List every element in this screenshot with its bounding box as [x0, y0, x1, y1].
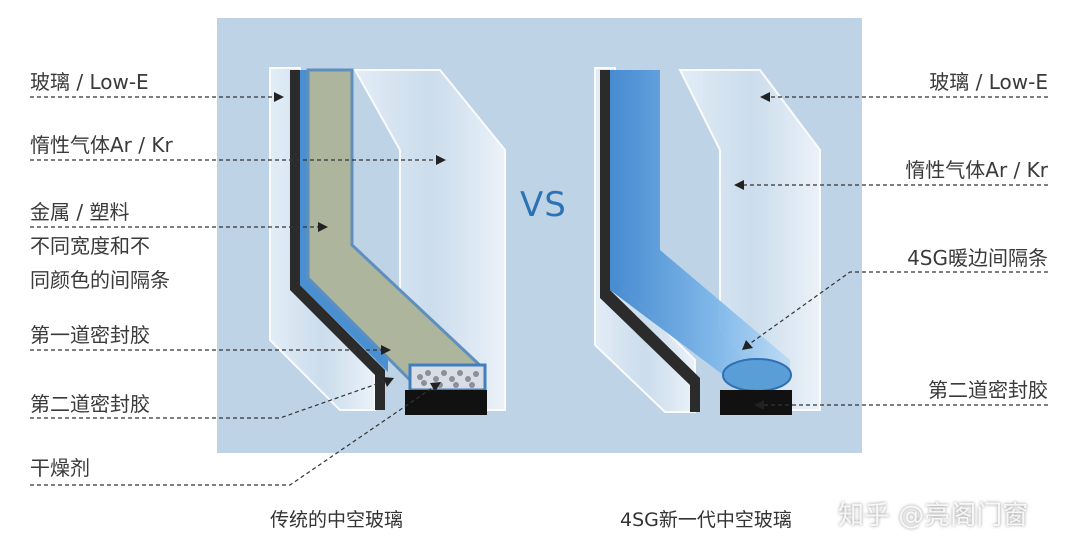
- vs-label: VS: [520, 185, 567, 225]
- label-left-spacer-line1: 金属 / 塑料: [30, 200, 130, 224]
- arrow-left-spacer: [318, 222, 328, 232]
- left-leader-arrows: [274, 92, 446, 392]
- left-primary-seal: [300, 70, 388, 372]
- label-right-secondary-seal: 第二道密封胶: [928, 378, 1048, 402]
- traditional-glass-unit: [269, 67, 506, 415]
- left-back-glass: [353, 69, 506, 411]
- right-leader-arrows: [734, 92, 770, 410]
- leader-right-spacer: [747, 271, 1048, 346]
- 4sg-glass-unit: [594, 67, 821, 415]
- right-warm-spacer-end: [722, 358, 792, 392]
- arrow-left-desiccant: [430, 382, 441, 392]
- label-left-primary-seal: 第一道密封胶: [30, 323, 150, 347]
- right-warm-spacer: [610, 70, 790, 380]
- arrow-right-spacer: [742, 340, 753, 350]
- label-left-desiccant: 干燥剂: [30, 456, 90, 480]
- label-left-spacer-line2: 不同宽度和不: [30, 234, 150, 258]
- left-leader-lines: [30, 96, 440, 486]
- label-right-gas: 惰性气体Ar / Kr: [905, 158, 1048, 182]
- arrow-left-primary-seal: [381, 345, 391, 355]
- left-bottom-seal: [405, 390, 487, 415]
- arrow-left-glass: [274, 92, 284, 102]
- caption-traditional: 传统的中空玻璃: [270, 509, 404, 531]
- label-right-glass: 玻璃 / Low-E: [929, 70, 1048, 94]
- label-left-gas: 惰性气体Ar / Kr: [30, 133, 173, 157]
- label-left-spacer-line3: 同颜色的间隔条: [30, 268, 170, 292]
- arrow-right-glass: [760, 92, 770, 102]
- label-left-secondary-seal: 第二道密封胶: [30, 392, 150, 416]
- label-left-glass: 玻璃 / Low-E: [30, 70, 149, 94]
- watermark: 知乎 @亮阁门窗: [838, 501, 1029, 531]
- leader-left-desiccant: [30, 385, 436, 486]
- label-right-spacer: 4SG暖边间隔条: [907, 246, 1048, 270]
- arrow-right-gas: [734, 180, 744, 190]
- caption-4sg: 4SG新一代中空玻璃: [620, 509, 792, 531]
- arrow-left-secondary-seal: [383, 377, 394, 387]
- left-secondary-seal: [290, 70, 385, 410]
- right-leader-lines: [742, 96, 1048, 406]
- arrow-left-gas: [436, 155, 446, 165]
- right-bottom-seal: [720, 390, 792, 415]
- right-back-glass: [678, 69, 821, 411]
- arrow-right-secondary-seal: [754, 400, 764, 410]
